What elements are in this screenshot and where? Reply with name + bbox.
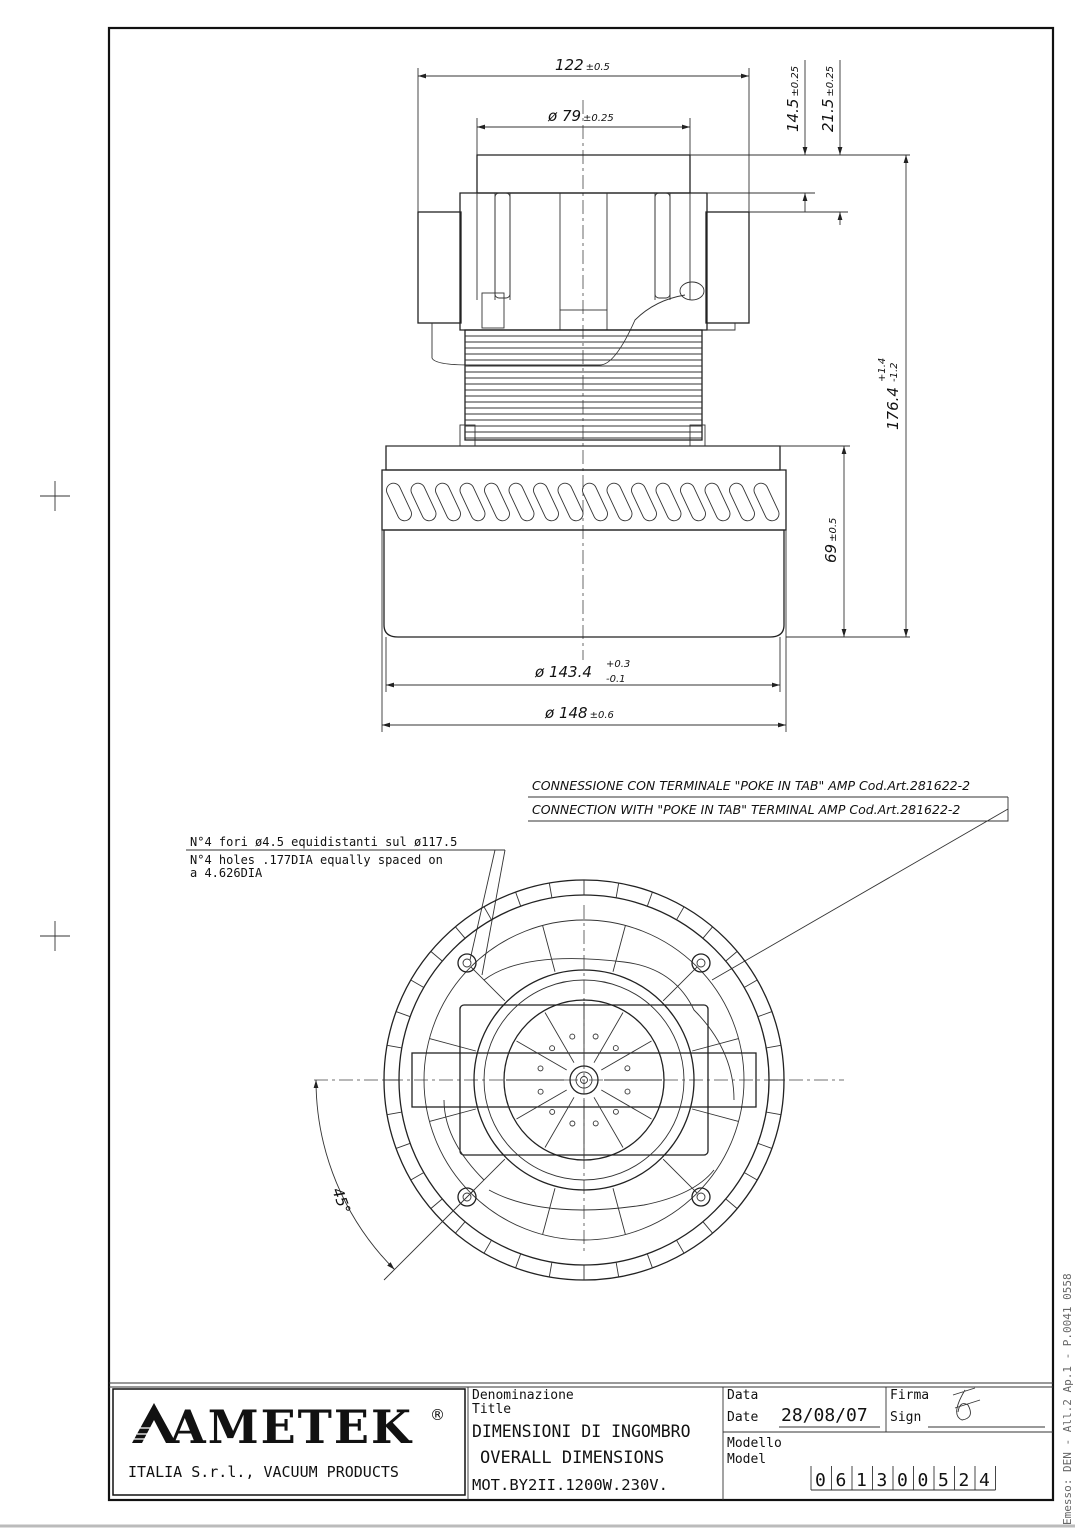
dim-dia-base: ø 148±0.6: [544, 704, 614, 722]
issue-note: Emesso: DEN - All.2 Ap.1 - P.0041 0558: [1061, 1273, 1074, 1525]
company-name: ITALIA S.r.l., VACUUM PRODUCTS: [128, 1463, 399, 1481]
note-connection-it: CONNESSIONE CON TERMINALE "POKE IN TAB" …: [532, 778, 970, 793]
top-view: 45°: [313, 879, 844, 1281]
model-digit: 3: [877, 1470, 888, 1491]
model-digit: 0: [815, 1470, 826, 1491]
drawing-frame: [107, 26, 1055, 1502]
note-holes-en-2: a 4.626DIA: [190, 866, 263, 880]
note-holes-en-1: N°4 holes .177DIA equally spaced on: [190, 853, 443, 867]
title-model: MOT.BY2II.1200W.230V.: [472, 1476, 668, 1494]
dim-h1: 14.5±0.25: [784, 66, 802, 132]
dim-h2: 21.5±0.25: [819, 66, 837, 132]
note-connection-en: CONNECTION WITH "POKE IN TAB" TERMINAL A…: [532, 802, 960, 817]
dim-height-tol-minus: -1.2: [889, 362, 900, 382]
dim-width-top: 122±0.5: [555, 56, 610, 74]
brand-name: AMETEK: [169, 1400, 413, 1454]
title-block: AMETEK ® ITALIA S.r.l., VACUUM PRODUCTS …: [109, 1382, 1053, 1500]
model-label-it: Modello: [727, 1436, 782, 1451]
dim-height-fan: 69±0.5: [822, 518, 840, 563]
registered-mark: ®: [430, 1406, 445, 1424]
model-digit: 0: [897, 1470, 908, 1491]
ametek-logo: AMETEK ®: [132, 1400, 445, 1454]
model-digit: 5: [938, 1470, 949, 1491]
date-label-it: Data: [727, 1388, 758, 1403]
dim-dia-top: ø 79±0.25: [547, 107, 614, 125]
holes-note: N°4 fori ø4.5 equidistanti sul ø117.5 N°…: [186, 835, 506, 976]
side-view: 122±0.5 ø 79±0.25 14.5±0.25 21.5±0.25 17…: [381, 56, 910, 732]
note-holes-it: N°4 fori ø4.5 equidistanti sul ø117.5: [190, 835, 457, 849]
model-label-en: Model: [727, 1452, 766, 1467]
date-label-en: Date: [727, 1410, 758, 1425]
dim-height-total: 176.4: [884, 387, 902, 430]
fixing-holes: [457, 953, 711, 1207]
title-it: DIMENSIONI DI INGOMBRO: [472, 1422, 691, 1441]
title-en: OVERALL DIMENSIONS: [480, 1448, 664, 1468]
model-digit: 2: [959, 1470, 970, 1491]
title-label-it: Denominazione: [472, 1388, 574, 1403]
sign-label-it: Firma: [890, 1388, 929, 1403]
title-label-en: Title: [472, 1402, 511, 1417]
dim-height-tol-plus: +1.4: [877, 358, 888, 382]
signature: [952, 1387, 981, 1421]
dim-dia-fan-tol-plus: +0.3: [606, 659, 630, 670]
connection-note: CONNESSIONE CON TERMINALE "POKE IN TAB" …: [528, 778, 1009, 981]
dim-dia-fan-tol-minus: -0.1: [606, 674, 626, 685]
model-digit: 1: [856, 1470, 867, 1491]
date-value: 28/08/07: [781, 1405, 868, 1426]
model-digit: 0: [918, 1470, 929, 1491]
model-digit: 4: [979, 1470, 990, 1491]
model-digit: 6: [836, 1470, 847, 1491]
dim-dia-fan: ø 143.4: [534, 663, 592, 681]
registration-marks: [40, 481, 70, 951]
sign-label-en: Sign: [890, 1410, 921, 1425]
